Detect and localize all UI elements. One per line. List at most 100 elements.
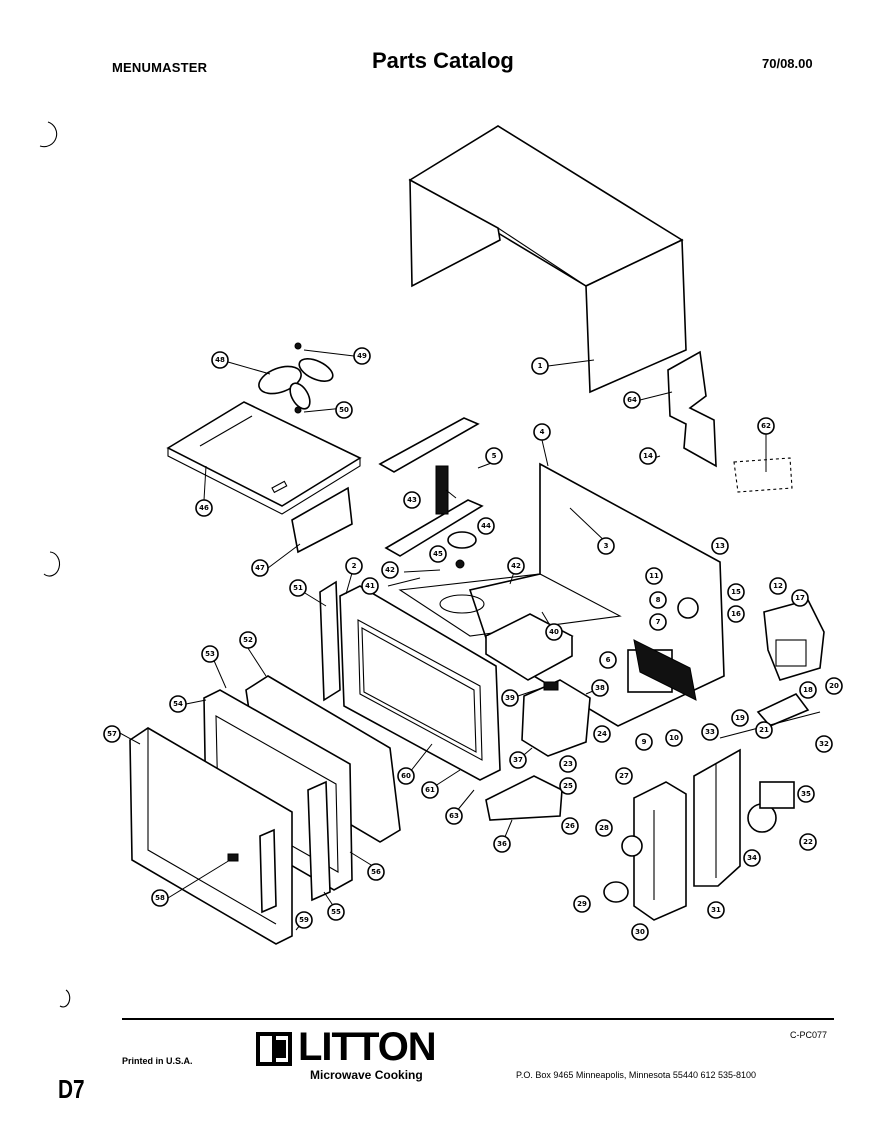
stirrer-motor-part <box>447 531 477 549</box>
callout-62: 62 <box>757 417 775 435</box>
grommet-part <box>455 559 465 569</box>
svg-text:1: 1 <box>538 362 543 370</box>
catalog-date: 70/08.00 <box>762 56 813 71</box>
callout-46: 46 <box>195 499 213 517</box>
callout-29: 29 <box>573 895 591 913</box>
callout-51: 51 <box>289 579 307 597</box>
callout-12: 12 <box>769 577 787 595</box>
callout-1: 1 <box>531 357 549 375</box>
svg-text:61: 61 <box>425 786 435 794</box>
transformer-part <box>627 639 697 701</box>
catalog-number: C-PC077 <box>790 1030 828 1040</box>
svg-text:45: 45 <box>433 550 443 558</box>
svg-text:33: 33 <box>705 728 715 736</box>
svg-text:8: 8 <box>656 596 661 604</box>
footer-rule <box>122 1018 834 1020</box>
escutcheon-part <box>633 781 687 921</box>
svg-text:27: 27 <box>619 772 629 780</box>
svg-text:50: 50 <box>339 406 349 414</box>
logo-name: LITTON <box>298 1025 437 1069</box>
fan-motor-part <box>677 597 699 619</box>
door-frame-part <box>339 585 501 781</box>
svg-text:54: 54 <box>173 700 183 708</box>
outer-door-part <box>129 727 293 945</box>
svg-text:48: 48 <box>215 356 225 364</box>
callout-26: 26 <box>561 817 579 835</box>
callout-63: 63 <box>445 807 463 825</box>
callout-24: 24 <box>593 725 611 743</box>
page-number: D7 <box>58 1074 85 1104</box>
callout-42: 42 <box>381 561 399 579</box>
callout-14: 14 <box>639 447 657 465</box>
litton-logo-icon <box>256 1032 292 1066</box>
callout-18: 18 <box>799 681 817 699</box>
callout-45: 45 <box>429 545 447 563</box>
door-latch-part <box>307 780 331 902</box>
callout-31: 31 <box>707 901 725 919</box>
callout-49: 49 <box>353 347 371 365</box>
svg-text:52: 52 <box>243 636 253 644</box>
svg-text:16: 16 <box>731 610 741 618</box>
callout-33: 33 <box>701 723 719 741</box>
callout-7: 7 <box>649 613 667 631</box>
svg-text:35: 35 <box>801 790 811 798</box>
callout-56: 56 <box>367 863 385 881</box>
svg-text:38: 38 <box>595 684 605 692</box>
svg-text:44: 44 <box>481 522 491 530</box>
callout-60: 60 <box>397 767 415 785</box>
page-title: Parts Catalog <box>372 48 514 73</box>
svg-text:14: 14 <box>643 452 653 460</box>
svg-text:30: 30 <box>635 928 645 936</box>
printed-note: Printed in U.S.A. <box>122 1056 193 1066</box>
svg-text:41: 41 <box>365 582 375 590</box>
callout-41: 41 <box>361 577 379 595</box>
switch-part <box>759 781 795 809</box>
callout-61: 61 <box>421 781 439 799</box>
svg-text:42: 42 <box>385 566 395 574</box>
svg-text:24: 24 <box>597 730 607 738</box>
callout-25: 25 <box>559 777 577 795</box>
callout-6: 6 <box>599 651 617 669</box>
control-panel-part <box>693 748 741 887</box>
callout-55: 55 <box>327 903 345 921</box>
svg-text:36: 36 <box>497 840 507 848</box>
svg-text:11: 11 <box>649 572 659 580</box>
callout-58: 58 <box>151 889 169 907</box>
svg-text:62: 62 <box>761 422 771 430</box>
scan-mark-bottom <box>59 989 71 1008</box>
svg-text:28: 28 <box>599 824 609 832</box>
svg-text:37: 37 <box>513 756 523 764</box>
magnetron-part <box>521 679 591 757</box>
callout-8: 8 <box>649 591 667 609</box>
svg-text:49: 49 <box>357 352 367 360</box>
callout-39: 39 <box>501 689 519 707</box>
callout-53: 53 <box>201 645 219 663</box>
svg-text:39: 39 <box>505 694 515 702</box>
callout-15: 15 <box>727 583 745 601</box>
callout-13: 13 <box>711 537 729 555</box>
svg-text:4: 4 <box>540 428 545 436</box>
callout-22: 22 <box>799 833 817 851</box>
outer-cover-part <box>408 125 687 394</box>
svg-text:56: 56 <box>371 868 381 876</box>
callout-36: 36 <box>493 835 511 853</box>
svg-text:51: 51 <box>293 584 303 592</box>
mounting-bracket-part <box>291 486 353 554</box>
callout-30: 30 <box>631 923 649 941</box>
callout-2: 2 <box>345 557 363 575</box>
svg-text:3: 3 <box>604 542 609 550</box>
callout-27: 27 <box>615 767 633 785</box>
callout-labels: 1 2 3 4 5 6 7 8 9 10 11 12 13 14 15 16 1… <box>103 347 843 941</box>
callout-40: 40 <box>545 623 563 641</box>
callout-38: 38 <box>591 679 609 697</box>
callout-16: 16 <box>727 605 745 623</box>
callout-57: 57 <box>103 725 121 743</box>
svg-text:25: 25 <box>563 782 573 790</box>
svg-text:17: 17 <box>795 594 805 602</box>
svg-text:23: 23 <box>563 760 573 768</box>
scan-mark-middle <box>43 551 61 577</box>
callout-52: 52 <box>239 631 257 649</box>
svg-text:5: 5 <box>492 452 497 460</box>
callout-21: 21 <box>755 721 773 739</box>
svg-text:19: 19 <box>735 714 745 722</box>
